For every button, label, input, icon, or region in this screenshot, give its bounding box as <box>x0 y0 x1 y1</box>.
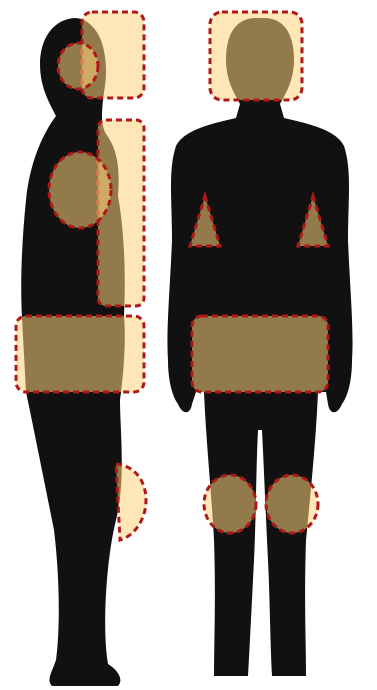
zone-back-pelvis <box>192 316 328 392</box>
zone-back-left-knee <box>204 475 256 533</box>
zone-back-head <box>210 12 302 100</box>
zone-side-head <box>58 43 98 89</box>
zone-side-calf <box>116 464 146 540</box>
zone-side-chest <box>49 152 111 228</box>
zone-back-right-knee <box>266 475 318 533</box>
zone-side-pelvis <box>16 316 144 392</box>
